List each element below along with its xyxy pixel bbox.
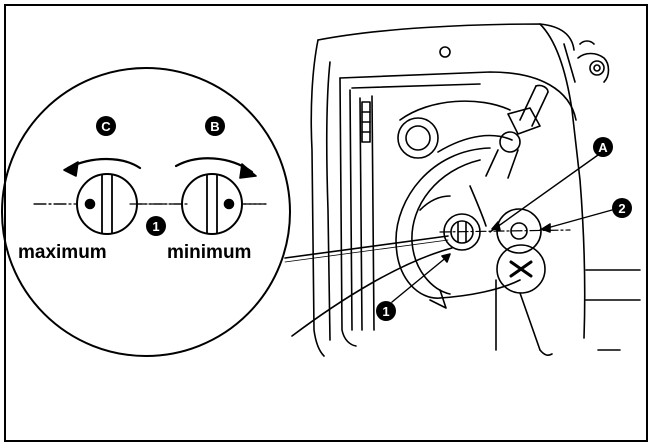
callout-leader-bottom <box>291 247 453 337</box>
pointer-a <box>489 154 599 233</box>
svg-text:C: C <box>101 119 111 134</box>
rotary-hook <box>395 147 521 309</box>
svg-text:B: B <box>210 119 219 134</box>
inset-circle <box>1 67 291 357</box>
pointer-2 <box>539 209 613 231</box>
badge-c: C <box>96 116 116 136</box>
badge-1-main: 1 <box>376 301 396 321</box>
inner-window <box>339 71 577 347</box>
label-maximum: maximum <box>18 242 107 263</box>
badge-a: A <box>593 137 613 157</box>
svg-text:1: 1 <box>152 219 159 234</box>
pointer-1 <box>391 255 449 303</box>
svg-text:1: 1 <box>382 304 389 319</box>
label-minimum: minimum <box>167 242 251 263</box>
rotation-arrow-icon <box>63 157 257 179</box>
badge-2: 2 <box>612 198 632 218</box>
screw-slot-icon <box>181 173 243 235</box>
badge-1-inset: 1 <box>146 216 166 236</box>
upper-arm <box>397 84 549 179</box>
machine-body <box>310 23 641 357</box>
badge-b: B <box>205 116 225 136</box>
callout-leader-top <box>284 235 449 259</box>
svg-text:2: 2 <box>618 201 625 216</box>
screw-slot-icon <box>76 173 138 235</box>
svg-text:A: A <box>598 140 608 155</box>
phillips-screw-icon <box>495 244 553 356</box>
